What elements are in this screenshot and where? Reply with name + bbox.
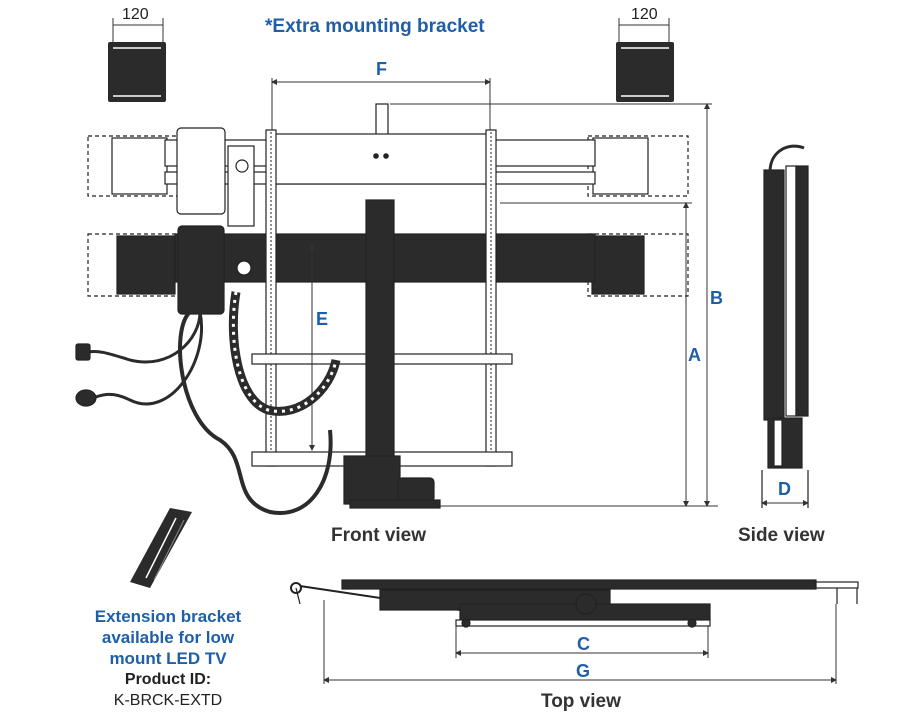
dimension-b-label: B xyxy=(710,288,723,308)
front-view-label: Front view xyxy=(331,525,427,546)
extension-line-1: Extension bracket xyxy=(94,607,242,626)
dimension-f-label: F xyxy=(376,59,387,79)
dimension-d-label: D xyxy=(778,479,791,499)
bracket-width-right: 120 xyxy=(631,6,658,23)
height-dimension-lines xyxy=(390,103,718,507)
dimension-g-label: G xyxy=(576,661,591,681)
diagram-title: *Extra mounting bracket xyxy=(265,16,485,37)
extension-line-3: mount LED TV xyxy=(109,649,227,668)
front-view-drawing xyxy=(75,78,689,516)
bracket-width-left: 120 xyxy=(122,6,149,23)
top-view-drawing xyxy=(290,579,859,684)
side-view-label: Side view xyxy=(738,525,825,546)
dimension-a-label: A xyxy=(688,345,701,365)
product-id-label: Product ID: xyxy=(124,671,212,688)
dimension-c-label: C xyxy=(577,634,590,654)
extension-line-2: available for low xyxy=(101,628,235,647)
product-id-value: K-BRCK-EXTD xyxy=(113,692,223,709)
dimension-e-label: E xyxy=(316,309,329,329)
extra-bracket-left xyxy=(108,18,166,102)
top-view-label: Top view xyxy=(541,691,621,712)
extension-caption: Extension bracket available for low moun… xyxy=(80,606,256,711)
side-view-drawing xyxy=(761,144,809,508)
extension-bracket-illustration xyxy=(130,508,192,588)
extra-bracket-right xyxy=(616,18,674,102)
